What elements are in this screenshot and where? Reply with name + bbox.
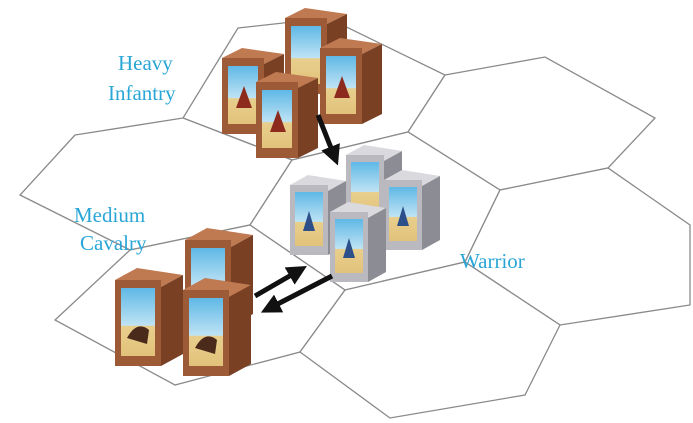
medium-cavalry-stack[interactable] bbox=[115, 228, 253, 376]
arrow-cavalry-to-warrior bbox=[253, 265, 307, 299]
movement-arrows bbox=[253, 114, 340, 313]
label-medium-cavalry-line1: Medium bbox=[74, 203, 145, 227]
hex-tile-south-east[interactable] bbox=[299, 261, 561, 419]
heavy-infantry-stack[interactable] bbox=[222, 8, 382, 158]
label-medium-cavalry-line2: Cavalry bbox=[80, 231, 147, 255]
warrior-stack[interactable] bbox=[290, 145, 440, 282]
unit-block[interactable] bbox=[384, 170, 440, 250]
unit-block[interactable] bbox=[320, 38, 382, 124]
unit-block[interactable] bbox=[183, 278, 251, 376]
arrow-heavy-to-warrior bbox=[315, 114, 340, 166]
unit-block[interactable] bbox=[115, 268, 183, 366]
unit-block[interactable] bbox=[256, 72, 318, 158]
label-heavy-infantry-line1: Heavy bbox=[118, 51, 173, 75]
label-heavy-infantry-line2: Infantry bbox=[108, 81, 176, 105]
arrow-warrior-to-cavalry bbox=[260, 273, 334, 313]
unit-block[interactable] bbox=[330, 202, 386, 282]
label-warrior: Warrior bbox=[460, 249, 525, 273]
